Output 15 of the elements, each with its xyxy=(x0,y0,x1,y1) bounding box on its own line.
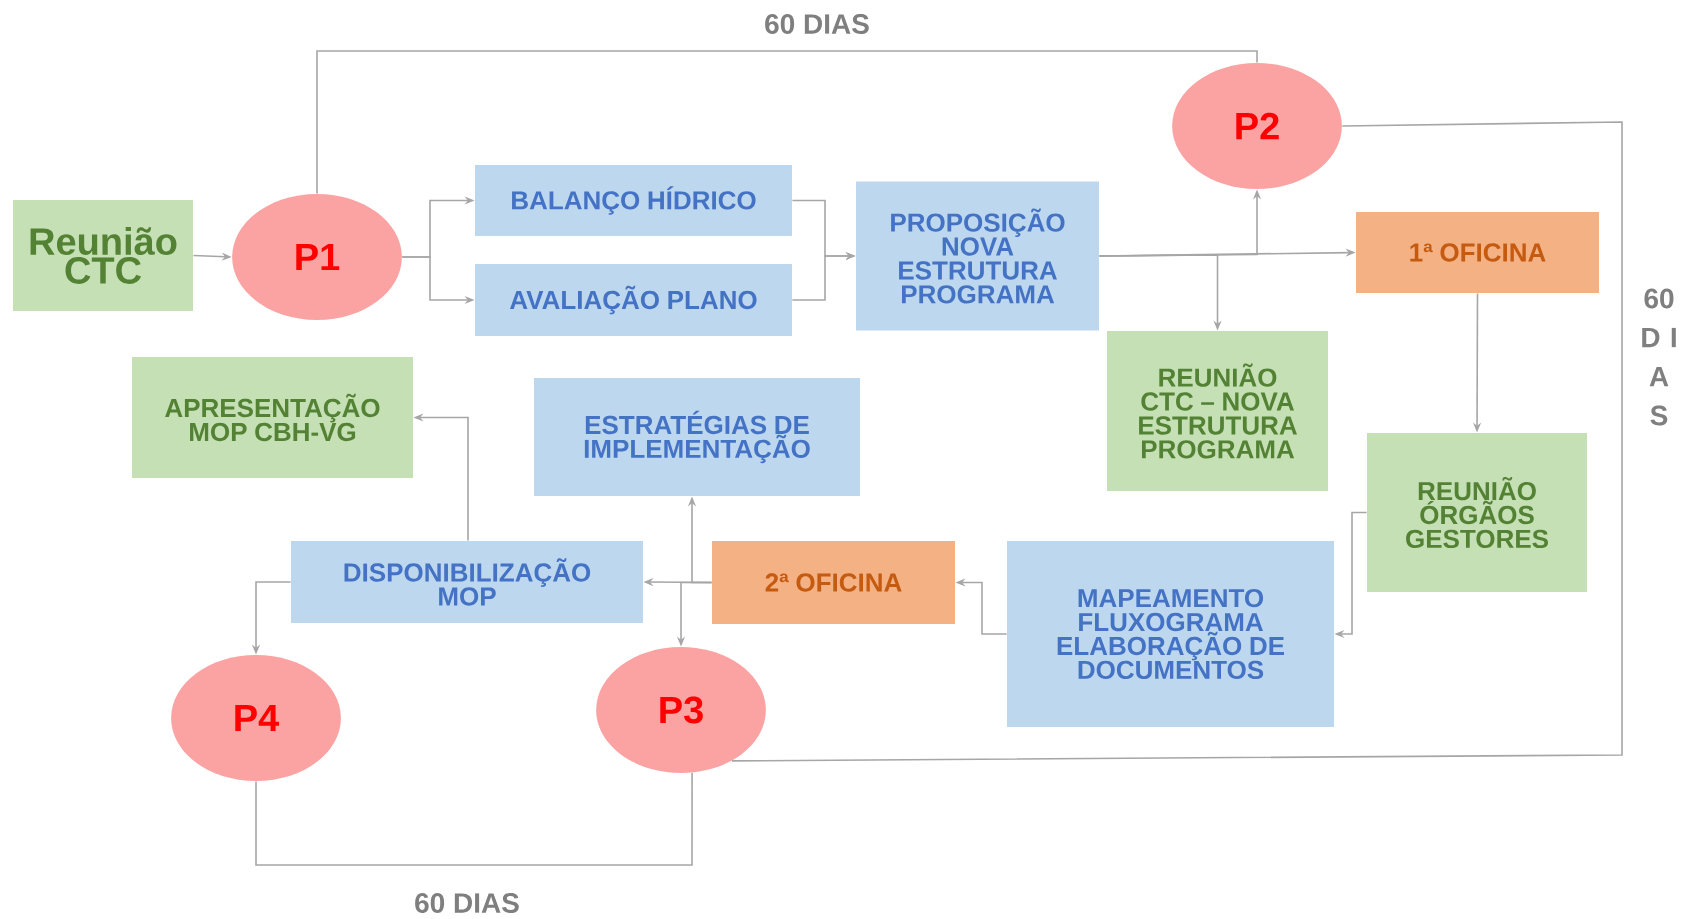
process-box: APRESENTAÇÃO MOP CBH-VG xyxy=(132,357,413,478)
process-box: REUNIÃO CTC – NOVA ESTRUTURA PROGRAMA xyxy=(1107,331,1328,491)
process-box: ESTRATÉGIAS DE IMPLEMENTAÇÃO xyxy=(534,378,860,496)
edge-label: 60 D I A S xyxy=(1637,286,1681,428)
process-box: REUNIÃO ÓRGÃOS GESTORES xyxy=(1367,433,1587,592)
process-box: AVALIAÇÃO PLANO xyxy=(475,264,792,336)
process-box: MAPEAMENTO FLUXOGRAMA ELABORAÇÃO DE DOCUMENTOS xyxy=(1007,541,1334,727)
process-box: PROPOSIÇÃO NOVA ESTRUTURA PROGRAMA xyxy=(856,181,1099,331)
workshop-box: 2ª OFICINA xyxy=(712,541,955,624)
process-box: BALANÇO HÍDRICO xyxy=(475,165,792,236)
workshop-box: 1ª OFICINA xyxy=(1356,212,1599,293)
process-box: Reunião CTC xyxy=(13,200,193,311)
process-box: DISPONIBILIZAÇÃO MOP xyxy=(291,541,643,623)
edge-label: 60 DIAS xyxy=(762,12,872,36)
edge-label: 60 DIAS xyxy=(412,891,522,915)
